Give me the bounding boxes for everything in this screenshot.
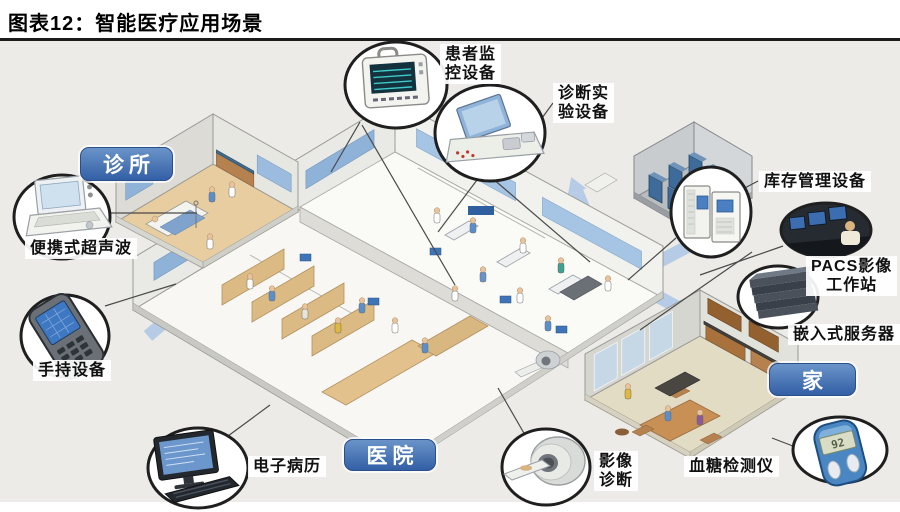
page-title: 图表12：智能医疗应用场景 <box>8 13 264 35</box>
portable-ultrasound-icon <box>25 175 113 237</box>
lab-cabinet <box>584 172 618 193</box>
kitchen-island <box>654 371 701 397</box>
patient-monitor-label: 患者监 控设备 <box>440 44 502 84</box>
glucose-meter-callout: 92 <box>791 415 889 487</box>
mri-scanner-icon <box>502 436 586 486</box>
inventory-callout <box>669 165 753 259</box>
glucose-meter-label: 血糖检测仪 <box>684 456 780 477</box>
clinic-bed <box>145 200 209 237</box>
handheld-callout <box>19 292 111 380</box>
title-divider <box>0 38 900 41</box>
diagnostic-lab-callout <box>433 83 547 183</box>
nurse-station-counter <box>417 315 489 357</box>
emr-label: 电子病历 <box>248 456 327 477</box>
emr-callout <box>146 426 250 510</box>
patient-monitor-icon <box>361 46 430 109</box>
wall-tv-icon <box>468 206 494 215</box>
handheld-label: 手持设备 <box>33 360 112 381</box>
clinic-cabinets <box>216 149 255 188</box>
zone-label-hospital: 医院 <box>344 439 436 471</box>
patient-monitor-callout <box>343 40 449 130</box>
glucose-reading: 92 <box>830 436 846 452</box>
mri-room <box>514 350 561 378</box>
pacs-workstation-icon <box>782 205 871 257</box>
clinic-building <box>114 113 300 269</box>
imaging-diagnosis-label: 影像 诊断 <box>594 451 639 491</box>
diagnostic-lab-label: 诊断实 验设备 <box>553 83 615 123</box>
home-glass-doors <box>593 310 673 392</box>
lab-analyzer-icon <box>445 93 545 163</box>
callout-connector-lines <box>104 62 799 449</box>
handheld-device-icon <box>28 292 105 380</box>
zone-label-clinic: 诊所 <box>80 147 173 181</box>
inventory-label: 库存管理设备 <box>759 171 872 192</box>
ward-bays <box>221 248 375 357</box>
zone-label-home: 家 <box>769 363 856 396</box>
equipment-cabinet <box>559 275 603 301</box>
desktop-computer-icon <box>153 429 240 504</box>
inventory-cabinets-icon <box>683 185 741 243</box>
dog <box>615 428 629 436</box>
embedded-server-icon <box>749 265 819 319</box>
imaging-diagnosis-callout <box>500 427 592 507</box>
glucose-meter-icon: 92 <box>813 419 868 487</box>
people <box>206 181 704 426</box>
embedded-server-callout <box>736 264 820 330</box>
pacs-label: PACS影像 工作站 <box>806 256 898 296</box>
portable-ultrasound-label: 便携式超声波 <box>25 238 138 259</box>
embedded-server-label: 嵌入式服务器 <box>788 324 900 345</box>
